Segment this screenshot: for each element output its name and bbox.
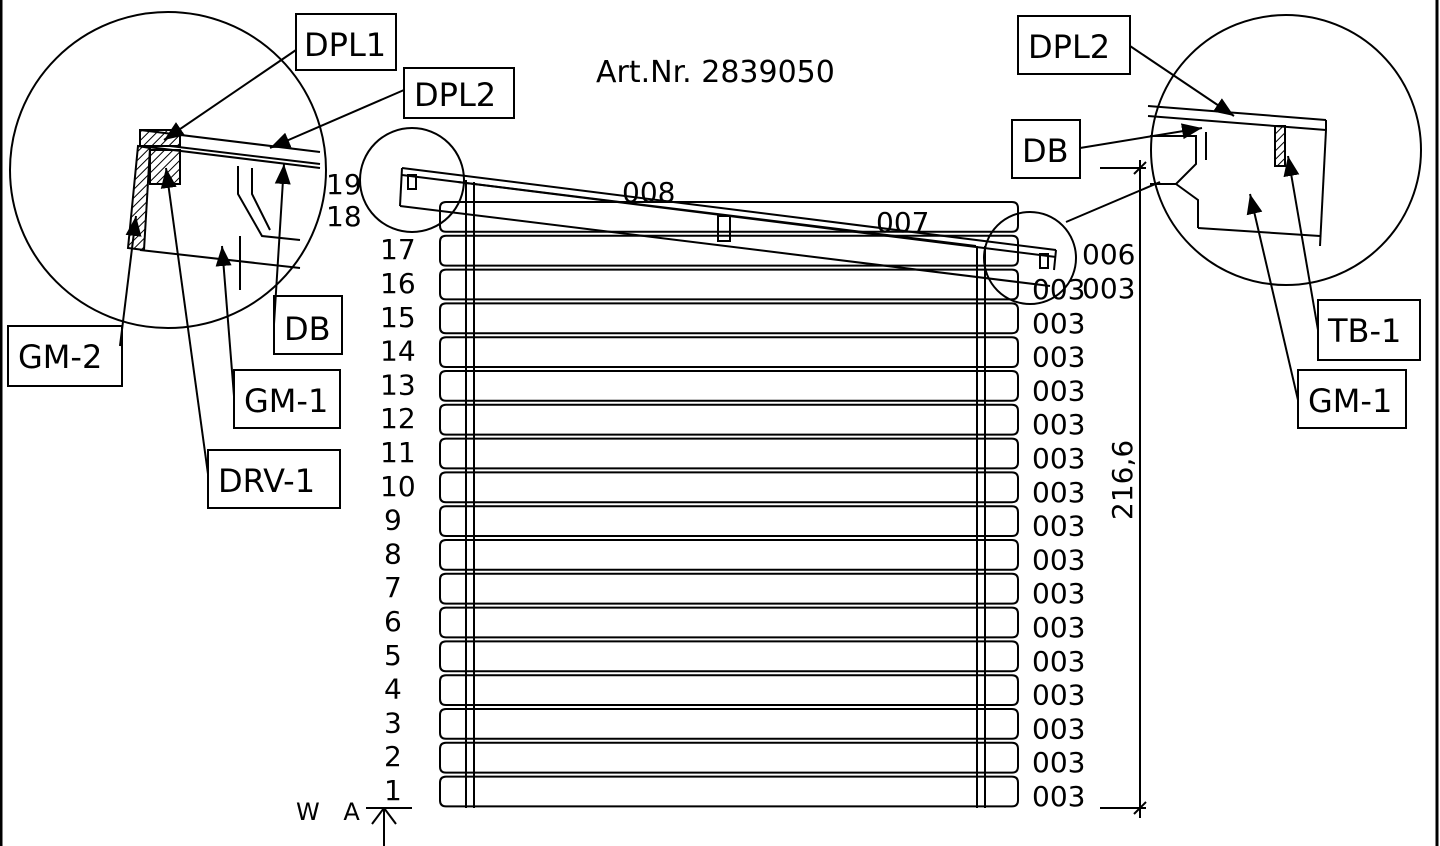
course-number: 7	[384, 571, 402, 604]
leaders	[119, 45, 1319, 475]
wa-label: W A	[296, 798, 368, 826]
course-code: 003	[1032, 645, 1085, 678]
right-detail	[1147, 14, 1422, 286]
course-code: 003	[1032, 307, 1085, 340]
label-drv1: DRV-1	[218, 462, 315, 500]
dimension-label: 216,6	[1106, 440, 1139, 520]
course-number: 17	[380, 233, 416, 266]
log-course	[439, 775, 1019, 808]
course-code: 003	[1032, 476, 1085, 509]
right-codes: 0030030030030030030030030030030030030030…	[1032, 273, 1085, 813]
height-dimension	[1100, 160, 1147, 818]
log-course	[439, 539, 1019, 571]
label-gm1-right: GM-1	[1308, 382, 1392, 420]
course-number: 2	[384, 740, 402, 773]
course-number: 4	[384, 673, 402, 706]
course-code: 003	[1032, 273, 1085, 306]
course-code: 003	[1032, 408, 1085, 441]
course-number: 6	[384, 605, 402, 638]
course-number: 16	[380, 267, 416, 300]
code-007: 007	[876, 206, 929, 239]
code-003-top: 003	[1082, 272, 1135, 305]
left-labels: DPL1 DPL2 DB GM-2 GM-1 DRV-1	[7, 13, 515, 509]
course-code: 003	[1032, 577, 1085, 610]
log-course	[439, 437, 1019, 470]
log-course	[439, 234, 1019, 267]
label-dpl2-right: DPL2	[1028, 28, 1110, 66]
detail-markers	[359, 127, 1077, 305]
label-gm2: GM-2	[18, 338, 102, 376]
wall-courses	[439, 201, 1019, 808]
course-number: 1	[384, 774, 402, 807]
log-course	[439, 471, 1019, 504]
course-number: 10	[380, 470, 416, 503]
course-number: 14	[380, 335, 416, 368]
label-db-right: DB	[1022, 132, 1069, 170]
course-number: 19	[326, 168, 362, 201]
log-course	[439, 505, 1019, 537]
label-dpl2-left: DPL2	[414, 76, 496, 114]
course-code: 003	[1032, 442, 1085, 475]
wa-marker	[366, 807, 412, 846]
course-code: 003	[1032, 341, 1085, 374]
log-course	[439, 708, 1019, 740]
right-labels: DPL2 DB TB-1 GM-1	[1011, 15, 1421, 429]
course-number: 5	[384, 639, 402, 672]
course-number: 12	[380, 402, 416, 435]
posts	[465, 180, 986, 808]
left-detail	[9, 11, 327, 329]
log-course	[439, 674, 1019, 706]
log-course	[439, 640, 1019, 673]
log-course	[439, 572, 1019, 605]
course-code: 003	[1032, 374, 1085, 407]
log-course	[439, 403, 1019, 436]
log-course	[439, 336, 1019, 368]
course-code: 003	[1032, 543, 1085, 576]
code-008: 008	[622, 176, 675, 209]
course-code: 003	[1032, 712, 1085, 745]
course-number: 3	[384, 706, 402, 739]
course-code: 003	[1032, 780, 1085, 813]
course-code: 003	[1032, 510, 1085, 543]
course-number: 9	[384, 504, 402, 537]
code-006: 006	[1082, 238, 1135, 271]
log-course	[439, 302, 1019, 335]
log-course	[439, 741, 1019, 774]
course-number: 11	[380, 436, 416, 469]
label-dpl1: DPL1	[304, 26, 386, 64]
course-code: 003	[1032, 679, 1085, 712]
course-number: 18	[326, 200, 362, 233]
label-gm1-left: GM-1	[244, 382, 328, 420]
label-tb1: TB-1	[1327, 312, 1401, 350]
log-course	[439, 606, 1019, 639]
course-number: 13	[380, 368, 416, 401]
course-number: 8	[384, 537, 402, 570]
log-course	[439, 268, 1019, 301]
course-code: 003	[1032, 611, 1085, 644]
log-course	[439, 201, 1019, 233]
course-code: 003	[1032, 746, 1085, 779]
article-number: Art.Nr. 2839050	[596, 55, 835, 90]
course-number: 15	[380, 301, 416, 334]
roof	[399, 167, 1057, 287]
label-db-left: DB	[284, 310, 331, 348]
log-course	[439, 370, 1019, 402]
